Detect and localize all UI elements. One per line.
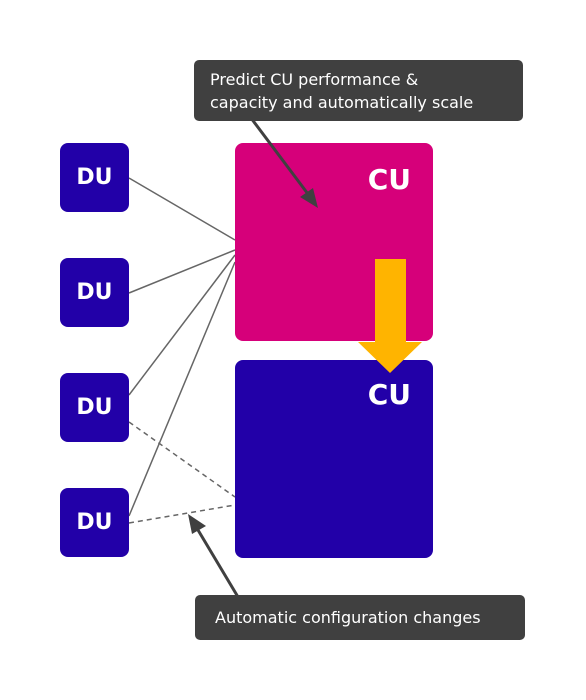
callout-line: capacity and automatically scale — [210, 93, 474, 112]
du-node: DU — [60, 258, 129, 327]
link-du4-cu-top — [128, 261, 236, 517]
link-du4-cu-bottom-dashed — [128, 504, 236, 524]
link-du1-cu-top — [128, 177, 236, 241]
du-label: DU — [76, 165, 113, 190]
du-label: DU — [76, 510, 113, 535]
cu-node-bottom: CU — [235, 360, 433, 558]
cu-label: CU — [367, 163, 411, 196]
callout-predict-scale: Predict CU performance & capacity and au… — [194, 60, 523, 121]
cu-node-top: CU — [235, 143, 433, 341]
du-label: DU — [76, 280, 113, 305]
callout-config-changes: Automatic configuration changes — [195, 595, 525, 640]
link-du3-cu-bottom-dashed — [128, 421, 236, 498]
pointer-arrow-icon — [188, 514, 240, 598]
callout-line: Automatic configuration changes — [215, 608, 481, 627]
callout-line: Predict CU performance & — [210, 70, 419, 89]
du-node: DU — [60, 143, 129, 212]
du-node: DU — [60, 488, 129, 557]
cu-label: CU — [367, 378, 411, 411]
du-node: DU — [60, 373, 129, 442]
du-label: DU — [76, 395, 113, 420]
link-du2-cu-top — [128, 249, 236, 294]
link-du3-cu-top — [128, 254, 236, 396]
